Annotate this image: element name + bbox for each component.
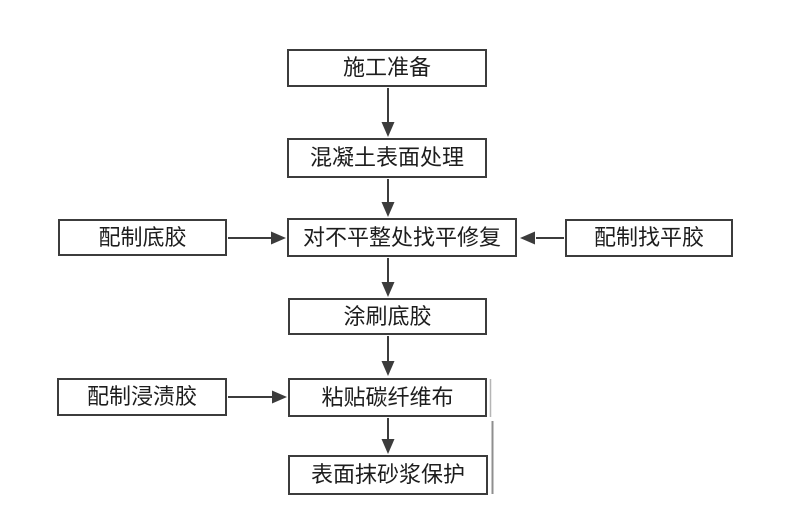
node-paste-carbon-fiber-cloth-label: 粘贴碳纤维布 — [321, 384, 454, 410]
arrow-surface-to-leveling — [381, 179, 395, 217]
scan-artifact-lines — [489, 379, 494, 494]
node-prepare-leveling-adhesive: 配制找平胶 — [565, 219, 733, 257]
arrow-leveling-mix-to-leveling — [520, 231, 564, 245]
node-prepare-leveling-adhesive-label: 配制找平胶 — [593, 225, 704, 250]
arrow-leveling-to-primer-apply — [381, 258, 395, 297]
node-paste-carbon-fiber-cloth: 粘贴碳纤维布 — [288, 378, 487, 417]
node-apply-primer: 涂刷底胶 — [288, 298, 487, 335]
node-prepare-primer-label: 配制底胶 — [98, 224, 187, 250]
arrow-prep-to-surface — [381, 88, 395, 137]
node-prepare-primer: 配制底胶 — [58, 219, 227, 256]
node-surface-mortar-protection: 表面抹砂浆保护 — [288, 455, 488, 495]
node-apply-primer-label: 涂刷底胶 — [343, 303, 432, 329]
node-concrete-surface-treatment-label: 混凝土表面处理 — [309, 145, 464, 170]
arrow-cfrp-to-mortar — [381, 418, 395, 454]
node-leveling-repair: 对不平整处找平修复 — [287, 218, 517, 257]
node-construction-prep: 施工准备 — [287, 49, 487, 87]
node-concrete-surface-treatment: 混凝土表面处理 — [287, 138, 487, 178]
arrow-primer-apply-to-cfrp — [381, 336, 395, 376]
node-prepare-impregnation-adhesive: 配制浸渍胶 — [57, 378, 227, 416]
arrow-impregnation-mix-to-cfrp — [228, 390, 287, 404]
node-surface-mortar-protection-label: 表面抹砂浆保护 — [310, 462, 465, 487]
node-construction-prep-label: 施工准备 — [342, 55, 431, 80]
node-leveling-repair-label: 对不平整处找平修复 — [302, 224, 501, 250]
arrow-primer-mix-to-leveling — [228, 231, 286, 245]
node-prepare-impregnation-adhesive-label: 配制浸渍胶 — [86, 384, 197, 409]
